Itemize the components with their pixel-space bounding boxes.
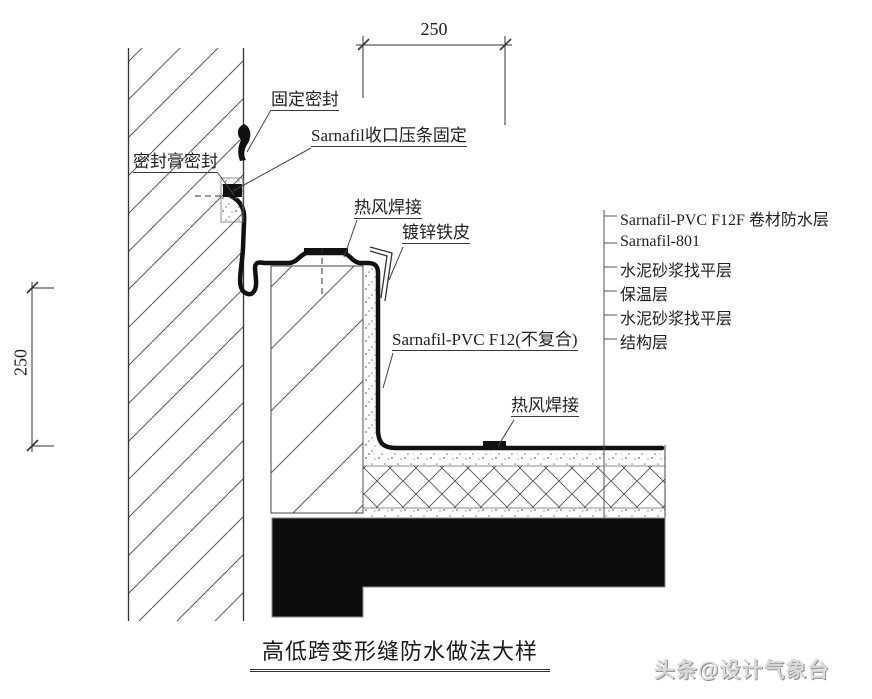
structure-slab [271,517,666,618]
layer-label-structure: 结构层 [620,335,669,352]
drawing-title: 高低跨变形缝防水做法大样 [250,634,550,672]
callout-galvanized-sheet: 镀锌铁皮 [402,223,470,244]
high-wall-section [127,48,245,621]
callout-membrane: Sarnafil-PVC F12(不复合) [392,330,578,351]
callout-batten-fixing: Sarnafil收口压条固定 [311,126,467,147]
callout-hot-air-weld-lower: 热风焊接 [511,396,579,417]
dashed-centerlines [195,195,323,298]
batten-bar [304,248,348,255]
weld-block [483,441,506,450]
layer-label-sarnafil-801: Sarnafil-801 [620,233,700,250]
dimension-top-value: 250 [420,19,448,39]
layer-label-waterproof-sheet: Sarnafil-PVC F12F 卷材防水层 [620,212,829,229]
roof-layer-bands [363,445,666,587]
leader-lines [217,109,515,447]
curb-section [270,264,377,514]
watermark-text: 头条@设计气象台 [654,659,830,682]
galvanized-drip-edge [369,246,393,302]
dimension-left-value: 250 [10,349,31,376]
layer-label-insulation: 保温层 [620,287,669,304]
dimension-left [26,281,54,452]
callout-hot-air-weld-upper: 热风焊接 [354,198,422,219]
dimension-top [356,36,512,125]
callout-sealant-seal: 密封膏密封 [133,152,218,173]
membrane-flashing-line [228,193,665,451]
layer-leader-column [603,210,617,518]
layer-label-screed-upper: 水泥砂浆找平层 [620,263,733,280]
callout-fixing-seal: 固定密封 [271,90,339,111]
layer-label-screed-lower: 水泥砂浆找平层 [620,311,733,328]
